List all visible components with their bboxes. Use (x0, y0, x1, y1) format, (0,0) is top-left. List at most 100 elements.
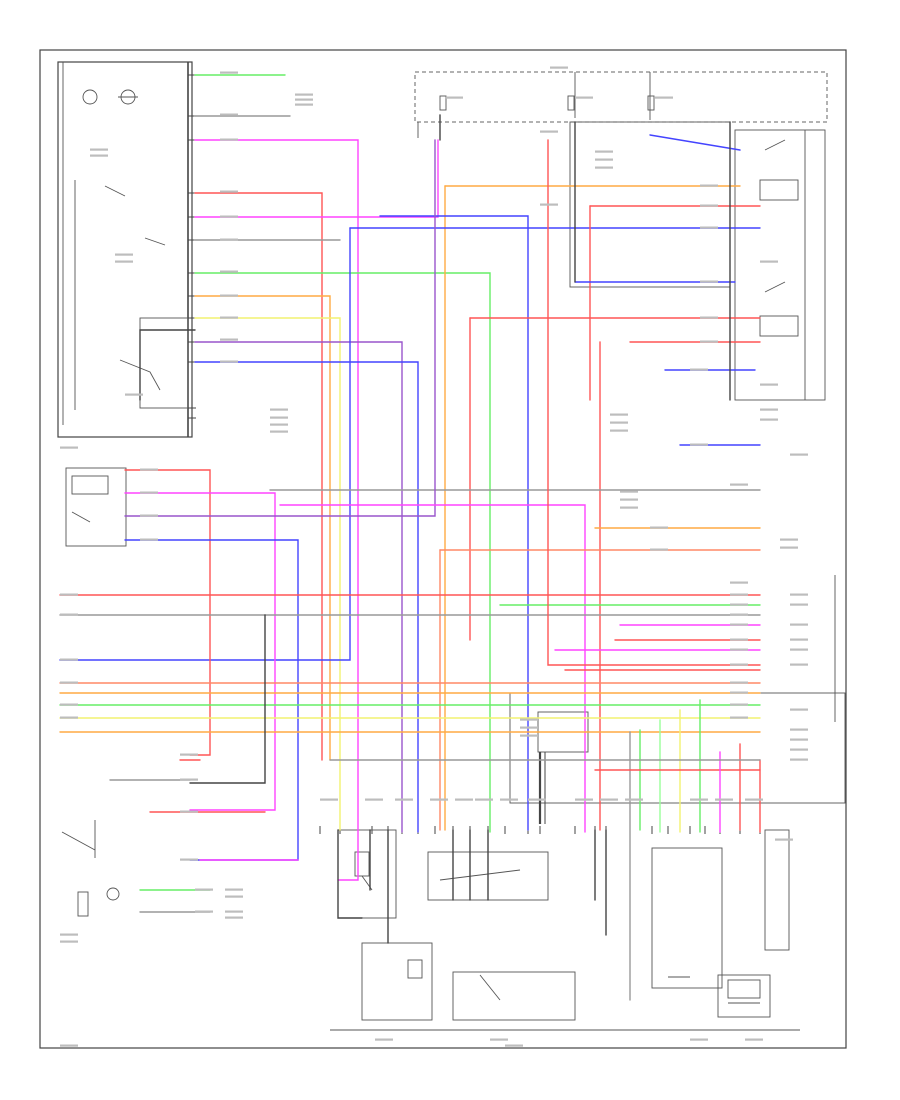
label-glyph (220, 113, 238, 116)
wire-pink (194, 139, 439, 218)
evaporator-sensor-box (651, 847, 723, 989)
label-glyph (730, 716, 748, 719)
label-glyph (520, 734, 538, 737)
label-glyph (270, 430, 288, 433)
lamp-icon (106, 887, 120, 901)
label-glyph (220, 294, 238, 297)
wire-harness (59, 74, 761, 1001)
wire-black (139, 329, 196, 401)
wire-pink (194, 139, 359, 881)
label-glyph (790, 453, 808, 456)
label-glyph (430, 798, 448, 801)
label-glyph (655, 96, 673, 99)
indicator-lamp-icon (82, 89, 98, 105)
label-glyph (60, 933, 78, 936)
label-glyph (625, 798, 643, 801)
label-glyph (60, 940, 78, 943)
label-glyph (730, 648, 748, 651)
switch-icon (104, 185, 126, 197)
label-glyph (790, 623, 808, 626)
label-glyph (700, 226, 718, 229)
label-glyph (115, 260, 133, 263)
label-glyph (730, 593, 748, 596)
label-glyph (575, 798, 593, 801)
label-glyph (650, 526, 668, 529)
label-glyph (790, 638, 808, 641)
label-glyph (115, 253, 133, 256)
label-glyph (395, 798, 413, 801)
label-glyph (730, 623, 748, 626)
fuse-icon (647, 95, 655, 111)
label-glyph (730, 483, 748, 486)
label-glyph (790, 648, 808, 651)
label-glyph (220, 71, 238, 74)
switch-icon (764, 139, 786, 151)
label-glyph (790, 738, 808, 741)
label-glyph (730, 681, 748, 684)
label-glyph (295, 103, 313, 106)
fuse-icon (439, 95, 447, 111)
label-glyph (700, 340, 718, 343)
label-glyph (730, 613, 748, 616)
label-glyph (730, 603, 748, 606)
fuse-block (414, 71, 828, 138)
label-glyph (180, 753, 198, 756)
label-glyph (780, 538, 798, 541)
wire-violet (194, 341, 403, 833)
label-glyph (790, 603, 808, 606)
label-glyph (730, 691, 748, 694)
label-glyph (180, 778, 198, 781)
label-glyph (620, 506, 638, 509)
relay-module (569, 121, 826, 401)
label-glyph (475, 798, 493, 801)
label-glyph (610, 413, 628, 416)
label-glyph (220, 238, 238, 241)
label-glyph (90, 154, 108, 157)
label-glyph (270, 408, 288, 411)
switch-icon (764, 281, 786, 293)
blower-switch-box (65, 467, 127, 547)
wire-blue (379, 215, 529, 831)
label-glyph (60, 446, 78, 449)
wire-pink (279, 504, 586, 833)
label-glyph (595, 166, 613, 169)
relay-icon (119, 359, 161, 391)
label-glyph (760, 408, 778, 411)
label-glyph (700, 280, 718, 283)
label-glyph (225, 895, 243, 898)
label-glyph (790, 663, 808, 666)
label-glyph (620, 490, 638, 493)
label-glyph (730, 663, 748, 666)
label-glyph (715, 798, 733, 801)
label-glyph (180, 810, 198, 813)
label-glyph (610, 429, 628, 432)
label-glyph (60, 1044, 78, 1047)
label-glyph (600, 798, 618, 801)
fuse-icon (567, 95, 575, 111)
wire-blue (194, 361, 419, 833)
label-glyph (760, 418, 778, 421)
label-glyph (220, 138, 238, 141)
label-glyph (745, 798, 763, 801)
wire-black (189, 614, 266, 784)
label-glyph (60, 658, 78, 661)
relay-coil-icon (759, 315, 799, 337)
label-glyph (730, 581, 748, 584)
label-glyph (595, 158, 613, 161)
label-glyph (140, 538, 158, 541)
wire-green (194, 272, 491, 833)
label-glyph (575, 96, 593, 99)
label-glyph (500, 798, 518, 801)
switch-icon (71, 475, 109, 495)
label-glyph (528, 798, 546, 801)
label-glyph (790, 708, 808, 711)
label-glyph (775, 838, 793, 841)
label-glyph (505, 1044, 523, 1047)
label-glyph (220, 190, 238, 193)
label-glyph (690, 798, 708, 801)
label-glyph (455, 798, 473, 801)
label-glyph (610, 421, 628, 424)
label-glyph (780, 546, 798, 549)
label-glyph (620, 498, 638, 501)
